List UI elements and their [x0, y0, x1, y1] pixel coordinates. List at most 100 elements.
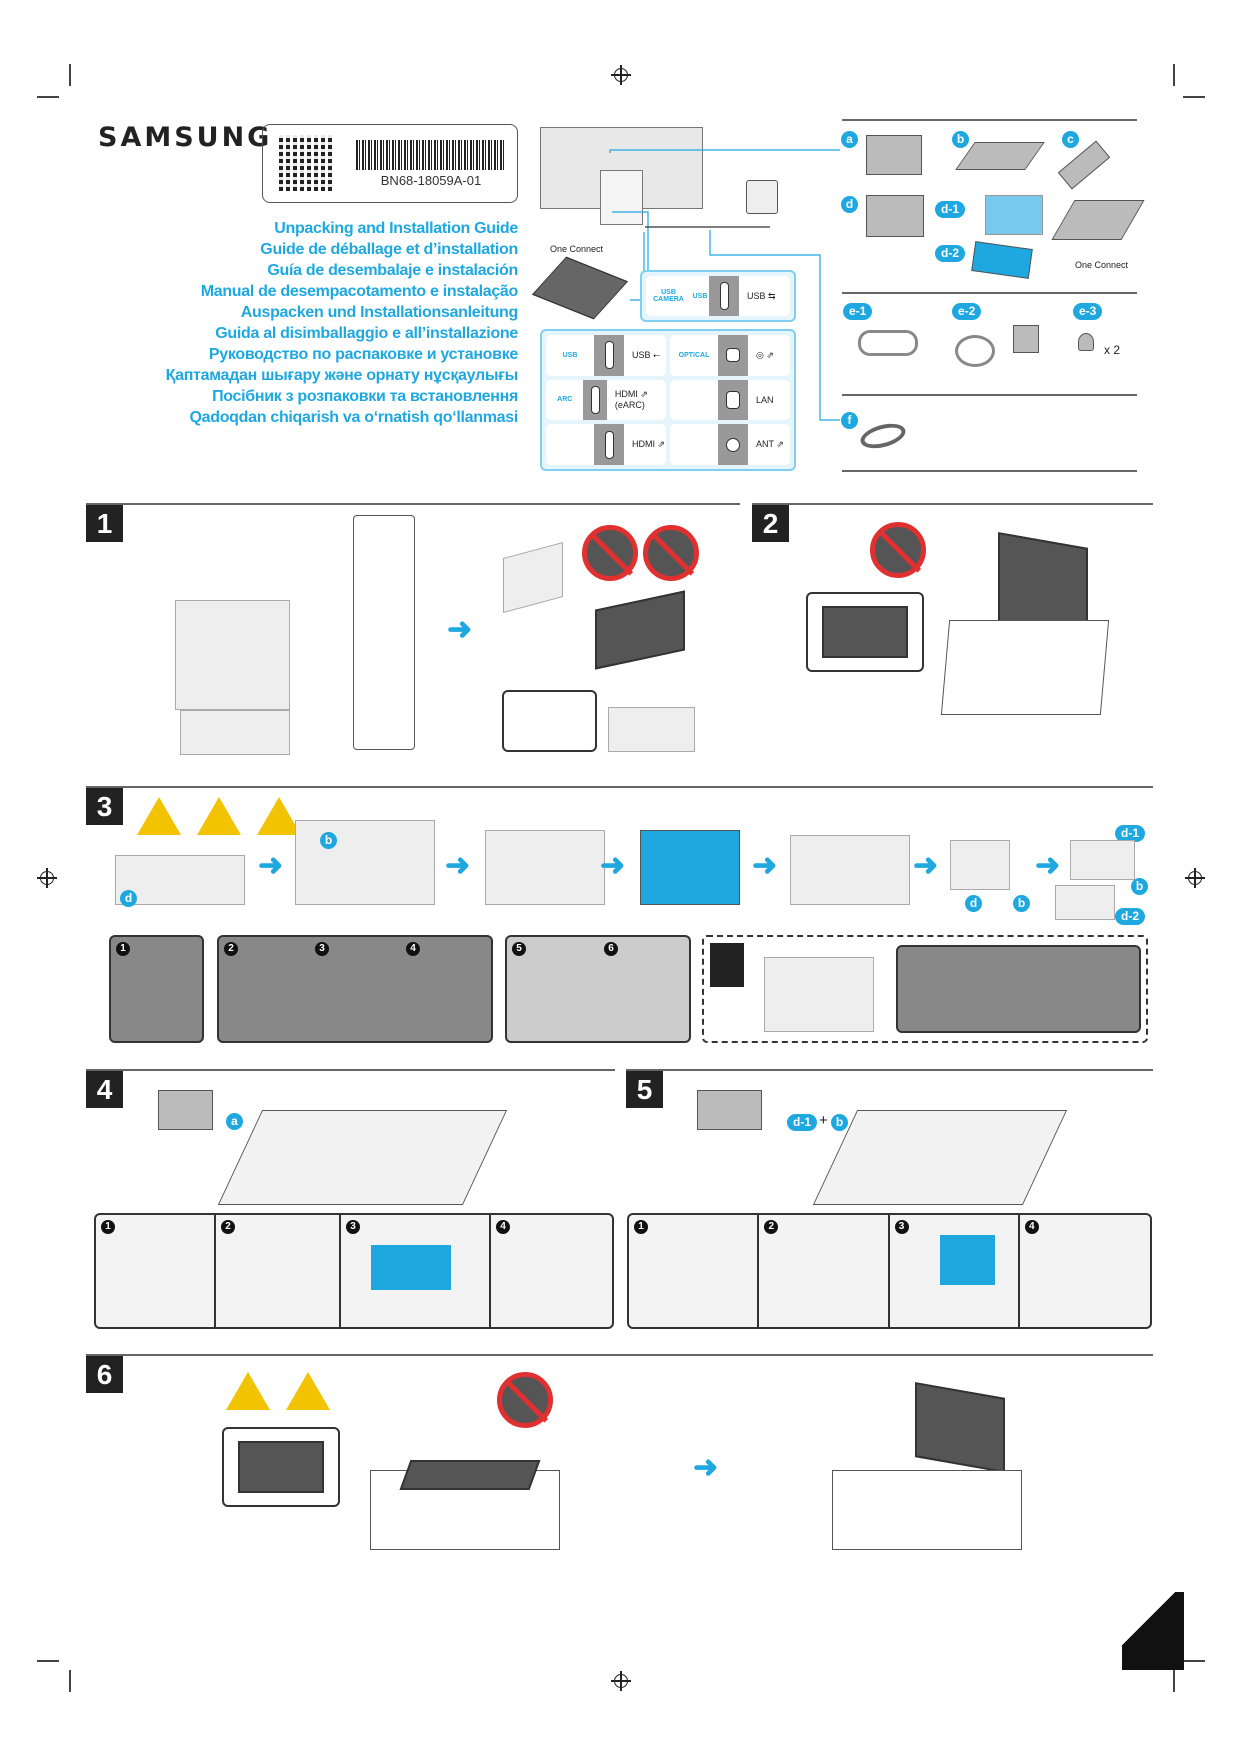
- substep-panel: 5 6: [505, 935, 691, 1043]
- badge-e-2: e-2: [952, 303, 982, 320]
- badge-e-3: e-3: [1073, 303, 1103, 320]
- usb-c-port-label: USB ⇆: [747, 290, 776, 301]
- stand-assembly-illustration: [640, 830, 740, 905]
- crop-mark: [37, 96, 59, 98]
- port-lan: LAN: [670, 379, 790, 421]
- title-uz: Qadoqdan chiqarish va o‘rnatish qo‘llanm…: [189, 409, 518, 426]
- step-4-rule: [86, 1069, 615, 1071]
- warning-icon: [197, 797, 241, 835]
- qr-code-icon: [279, 135, 335, 191]
- substep-panel: 1: [109, 935, 204, 1043]
- substep-panel: [896, 945, 1141, 1033]
- title-it: Guida al disimballaggio e all’installazi…: [215, 325, 518, 342]
- step-5-rule: [626, 1069, 1153, 1071]
- step-2-number: 2: [752, 505, 789, 542]
- crop-mark: [69, 64, 71, 86]
- title-fr: Guide de déballage et d’installation: [260, 241, 518, 258]
- badge-b: b: [1013, 895, 1030, 912]
- title-pt: Manual de desempacotamento e instalação: [200, 283, 519, 300]
- screw-icon: [1078, 333, 1094, 351]
- stand-assembly-illustration: [950, 840, 1010, 890]
- substep-number: 4: [496, 1220, 510, 1234]
- badge-d-2: d-2: [1115, 908, 1145, 925]
- grip-points-diagram: [502, 690, 597, 752]
- step-6-rule: [86, 1354, 1153, 1356]
- arrow-right-icon: ➜: [445, 849, 471, 882]
- arrow-right-icon: ➜: [693, 1451, 719, 1484]
- samsung-logo: SAMSUNG: [98, 122, 273, 153]
- stand-d-illustration: [866, 195, 924, 237]
- cover-c-illustration: [1057, 140, 1111, 190]
- tv-back-panel: [600, 170, 643, 225]
- port-ant: ANT ⇗: [670, 424, 790, 465]
- badge-e-1: e-1: [843, 303, 873, 320]
- page-turn-icon: [1122, 1592, 1184, 1670]
- tv-illustration: [238, 1441, 324, 1493]
- badge-d-1: d-1: [1115, 825, 1145, 842]
- title-en: Unpacking and Installation Guide: [274, 220, 518, 237]
- arrow-right-icon: ➜: [447, 613, 473, 646]
- table-illustration: [832, 1470, 1022, 1550]
- prohibited-icon: [582, 525, 638, 581]
- warning-icon: [286, 1372, 330, 1410]
- substep-number: 3: [346, 1220, 360, 1234]
- port-label: LAN: [756, 394, 774, 405]
- stand-d1-illustration: [1070, 840, 1135, 880]
- stand-d2-illustration: [971, 241, 1033, 279]
- divider: [842, 470, 1137, 472]
- crop-mark: [1183, 1660, 1205, 1662]
- grip-points-diagram: [806, 592, 924, 672]
- stand-illustration: [697, 1090, 762, 1130]
- plus-sign: +: [819, 1112, 828, 1129]
- port-optical: OPTICAL ◎ ⇗: [670, 335, 790, 376]
- badge-b: b: [831, 1114, 848, 1131]
- usb-c-port: [709, 276, 739, 316]
- unboxing-illustration: [175, 600, 290, 710]
- arrow-right-icon: ➜: [1035, 849, 1061, 882]
- top-port-panel: USB CAMERA USB USB ⇆: [640, 270, 796, 322]
- stand-bracket-a-illustration: [866, 135, 922, 175]
- step-6-number: 6: [86, 1356, 123, 1393]
- substeps-panel: 1 2 3 4: [627, 1213, 1152, 1329]
- crop-mark: [1173, 64, 1175, 86]
- badge-d-1: d-1: [787, 1114, 817, 1131]
- substep-number: 4: [1024, 1220, 1039, 1234]
- port-label: ◎ ⇗: [756, 349, 774, 360]
- substep-panel: 2 3 4: [217, 935, 493, 1043]
- stand-assembly-illustration: [764, 957, 874, 1032]
- cable-e1-illustration: [858, 330, 918, 356]
- title-de: Auspacken und Installationsanleitung: [240, 304, 519, 321]
- screw-quantity: x 2: [1104, 343, 1121, 357]
- badge-f: f: [841, 412, 858, 429]
- step-5-number: 5: [626, 1071, 663, 1108]
- tv-illustration: [399, 1460, 541, 1490]
- step-1-number: 1: [86, 505, 123, 542]
- port-hdmi: HDMI ⇗: [546, 424, 666, 465]
- crop-mark: [1183, 96, 1205, 98]
- label-box: BN68-18059A-01: [262, 124, 518, 203]
- alternate-method-panel: [702, 935, 1148, 1043]
- barcode-icon: [356, 140, 506, 170]
- arrow-right-icon: ➜: [752, 849, 778, 882]
- port-icon-label: OPTICAL: [678, 351, 710, 359]
- table-illustration: [217, 1110, 508, 1205]
- substeps-panel: 1 2 3 4: [94, 1213, 614, 1329]
- badge-d: d: [120, 890, 137, 907]
- crop-mark: [37, 1660, 59, 1662]
- arrow-right-icon: ➜: [913, 849, 939, 882]
- substep-number: 1: [116, 942, 130, 956]
- step-4-number: 4: [86, 1071, 123, 1108]
- step-3-number: 3: [86, 788, 123, 825]
- substep-number: 4: [406, 942, 420, 956]
- info-icon: [710, 943, 744, 987]
- stand-assembly-illustration: [790, 835, 910, 905]
- detail-illustration: [608, 707, 695, 752]
- stand-illustration: [939, 1235, 995, 1285]
- registration-mark: [1185, 868, 1205, 888]
- registration-mark: [611, 1671, 631, 1691]
- title-es: Guía de desembalaje e instalación: [267, 262, 518, 279]
- prohibited-icon: [497, 1372, 553, 1428]
- registration-mark: [611, 65, 631, 85]
